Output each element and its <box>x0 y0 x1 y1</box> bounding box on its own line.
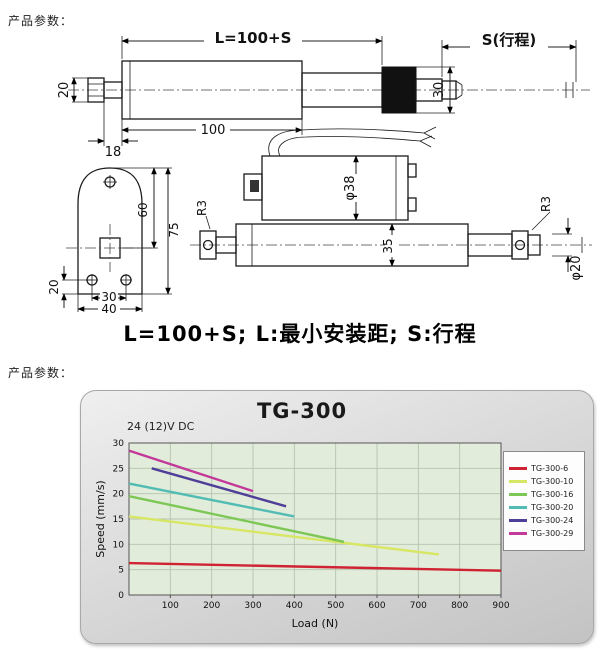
bracket-end-view: 60 75 20 30 40 <box>47 167 181 316</box>
legend-item: TG-300-24 <box>509 516 579 525</box>
chart-title: TG-300 <box>256 399 348 423</box>
legend-label: TG-300-10 <box>531 477 574 486</box>
legend-swatch <box>509 532 527 535</box>
dim-bracket-height-75: 75 <box>167 222 181 237</box>
dim-body-length-100: 100 <box>201 123 226 138</box>
legend-item: TG-300-6 <box>509 464 579 473</box>
dim-rod-dia-20-side: φ20 <box>569 255 584 280</box>
plot-border <box>128 442 502 596</box>
x-axis-label: Load (N) <box>292 617 339 630</box>
legend-item: TG-300-29 <box>509 529 579 538</box>
x-tick-label: 800 <box>451 601 468 611</box>
dim-motor-dia-38: φ38 <box>343 175 358 200</box>
motor-terminal <box>250 180 259 192</box>
legend-label: TG-300-29 <box>531 529 574 538</box>
y-tick-label: 10 <box>113 540 125 550</box>
product-params-label-2: 产品参数： <box>8 366 74 380</box>
product-params-label-1: 产品参数： <box>8 14 74 28</box>
y-tick-label: 25 <box>113 464 124 474</box>
legend-swatch <box>509 467 527 470</box>
y-tick-label: 30 <box>113 439 125 449</box>
x-tick-label: 400 <box>286 601 303 611</box>
chart-subtitle: 24 (12)V DC <box>127 420 195 433</box>
legend-item: TG-300-10 <box>509 477 579 486</box>
legend-swatch <box>509 493 527 496</box>
technical-drawing-svg: L=100+S S(行程) 20 30 100 <box>47 29 592 316</box>
series-TG-300-6 <box>128 561 502 572</box>
legend-label: TG-300-6 <box>531 464 569 473</box>
technical-drawing: L=100+S S(行程) 20 30 100 <box>0 28 600 320</box>
dim-clevis-radius-right: R3 <box>539 196 553 212</box>
series-TG-300-29 <box>128 449 254 493</box>
x-tick-label: 100 <box>162 601 179 611</box>
dim-bracket-offset-20: 20 <box>47 279 61 294</box>
chart-plot: 0 5 10 15 20 25 30 100 200 300 400 500 600 700 800 900L… <box>95 439 510 630</box>
legend-item: TG-300-20 <box>509 503 579 512</box>
y-tick-label: 15 <box>113 515 124 525</box>
legend-item: TG-300-16 <box>509 490 579 499</box>
performance-chart-panel: TG-300 24 (12)V DC 0 5 10 15 20 25 30 100 200 300… <box>80 390 594 644</box>
dim-bracket-width-40: 40 <box>101 302 116 316</box>
dim-bracket-width-30: 30 <box>101 290 116 304</box>
x-tick-label: 700 <box>410 601 427 611</box>
y-tick-label: 20 <box>113 490 125 500</box>
dim-rod-dia-20: 20 <box>57 82 72 99</box>
dim-rear-width-30: 30 <box>432 82 447 99</box>
drawing-caption: L=100+S; L:最小安装距; S:行程 <box>123 322 477 346</box>
y-tick-label: 0 <box>118 591 124 601</box>
legend-label: TG-300-24 <box>531 516 574 525</box>
x-tick-label: 600 <box>368 601 385 611</box>
series-TG-300-20 <box>128 482 295 518</box>
actuator-top-view: L=100+S S(行程) 20 30 100 <box>57 29 590 160</box>
series-TG-300-24 <box>151 467 287 508</box>
x-tick-label: 500 <box>327 601 344 611</box>
series-TG-300-16 <box>128 495 345 543</box>
actuator-side-view: φ38 R3 35 <box>190 126 592 281</box>
legend-swatch <box>509 506 527 509</box>
y-tick-label: 5 <box>118 566 124 576</box>
dim-stroke-label: S(行程) <box>482 31 537 49</box>
x-tick-label: 200 <box>203 601 220 611</box>
dim-hole-span-60: 60 <box>136 202 150 217</box>
legend-label: TG-300-20 <box>531 503 574 512</box>
y-axis-label: Speed (mm/s) <box>95 480 107 557</box>
x-tick-label: 900 <box>492 601 509 611</box>
dim-clevis-radius-left: R3 <box>195 200 209 216</box>
legend-swatch <box>509 519 527 522</box>
series-TG-300-10 <box>128 515 440 556</box>
dim-rod-offset-18: 18 <box>105 145 122 160</box>
legend-swatch <box>509 480 527 483</box>
dim-tube-height-35: 35 <box>381 238 395 253</box>
legend-label: TG-300-16 <box>531 490 574 499</box>
dim-length-label: L=100+S <box>215 29 292 47</box>
rear-band <box>381 66 417 114</box>
x-tick-label: 300 <box>244 601 261 611</box>
